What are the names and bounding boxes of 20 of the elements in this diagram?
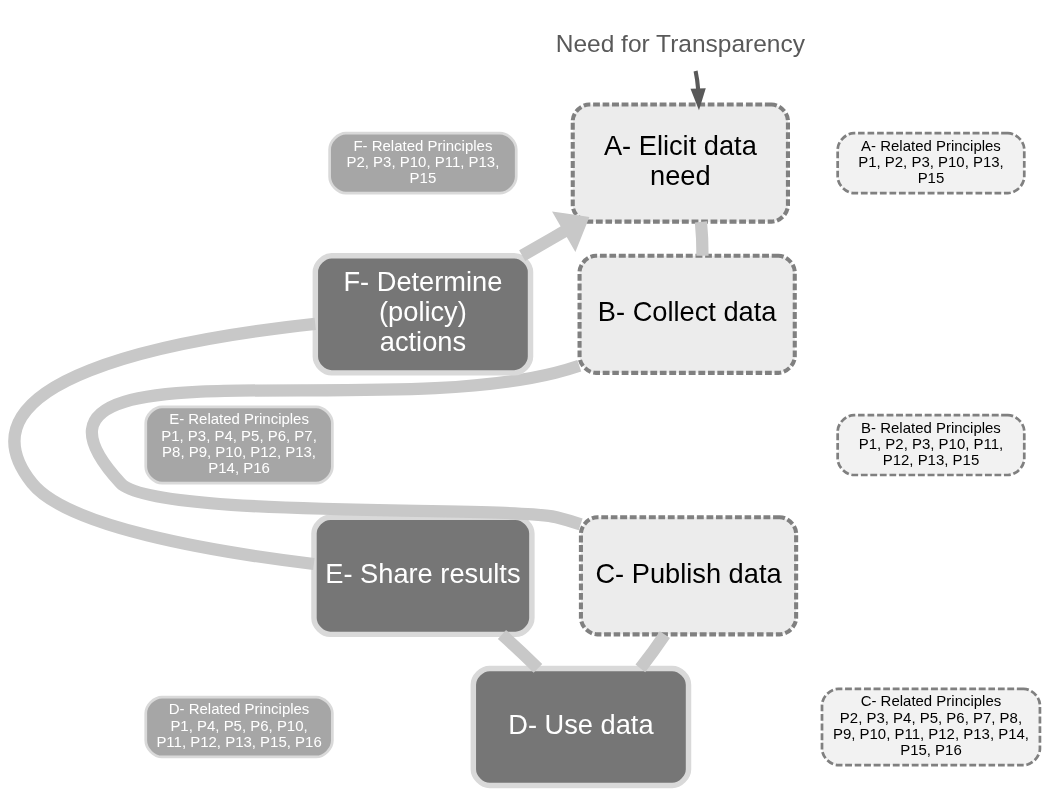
node-box: E- Share results — [311, 514, 535, 638]
node-box: A- Elicit data need — [570, 102, 790, 224]
node-box: B- Related Principles P1, P2, P3, P10, P11, P12, P13, P15 — [836, 413, 1026, 477]
node-text: Need for Transparency — [555, 29, 805, 57]
node-box: F- Related Principles P2, P3, P10, P11, P13, P15 — [328, 131, 518, 195]
connector — [8, 317, 316, 571]
node-box: F- Determine (policy) actions — [312, 253, 534, 376]
node-box: A- Related Principles P1, P2, P3, P10, P13, P15 — [836, 131, 1026, 195]
node-box: D- Use data — [470, 665, 692, 789]
node-box: D- Related Principles P1, P4, P5, P6, P10, P11, P12, P13, P15, P16 — [144, 695, 334, 759]
node-box: B- Collect data — [577, 253, 797, 375]
connector — [497, 630, 543, 673]
connector — [694, 221, 709, 256]
connector — [87, 359, 583, 531]
arrow — [690, 70, 706, 111]
arrow — [519, 211, 590, 261]
node-box: C- Publish data — [578, 515, 799, 637]
node-box: C- Related Principles P2, P3, P4, P5, P6, P7, P8, P9, P10, P11, P12, P13, P14, P15, P16 — [820, 687, 1042, 767]
node-box: E- Related Principles P1, P3, P4, P5, P6, P7, P8, P9, P10, P12, P13, P14, P16 — [144, 405, 334, 485]
connector — [635, 631, 670, 673]
